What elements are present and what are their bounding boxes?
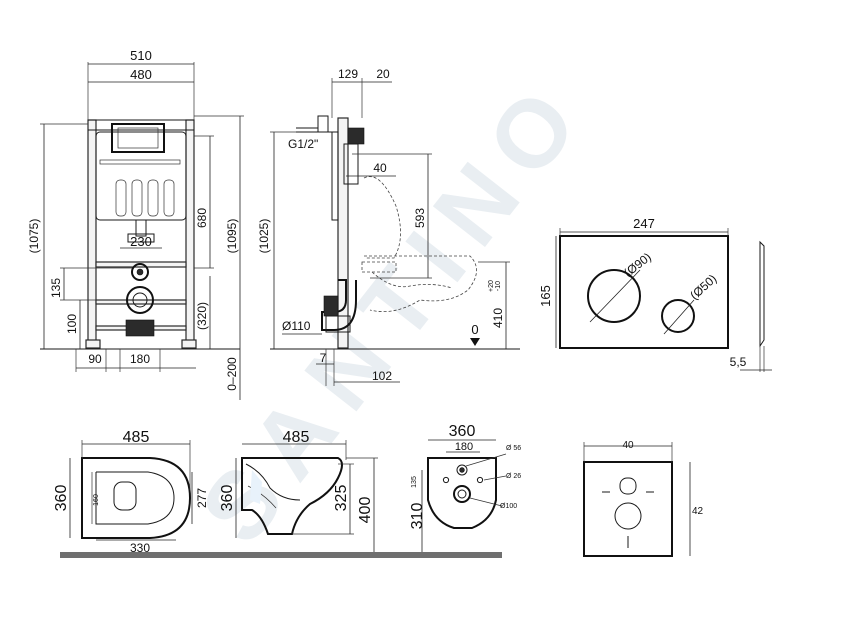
frame-side-view: 129 20 G1/2" 40 (1025) 593 410 +20 -10 0…: [257, 67, 520, 386]
dim-247: 247: [633, 216, 655, 231]
dim-480: 480: [130, 67, 152, 82]
sound-pad-drain-hole: [614, 502, 642, 530]
dim-d56: Ø 56: [506, 445, 521, 452]
bowl-opening: [113, 481, 137, 511]
dim-d26: Ø 26: [506, 473, 521, 480]
dim-135-rear: 135: [411, 476, 418, 488]
inlet-thread-label: G1/2": [288, 137, 318, 151]
dim-510: 510: [130, 48, 152, 63]
floor-line: [60, 552, 502, 558]
dim-1075: (1075): [27, 219, 41, 254]
dim-102: 102: [372, 369, 392, 383]
bowl-outline-rear: [427, 457, 497, 529]
bowl-side-view: 485 360 325 400: [219, 429, 378, 556]
dim-330: 330: [130, 541, 150, 555]
dim-230: 230: [130, 234, 152, 249]
dim-180-frame: 180: [130, 352, 150, 366]
frame-right-upright: [185, 119, 195, 349]
dim-129: 129: [338, 67, 358, 81]
watermark-text: SANTINO: [180, 57, 608, 563]
dim-100: 100: [65, 314, 79, 334]
dim-400: 400: [357, 497, 374, 524]
dim-180-rear: 180: [455, 441, 473, 453]
dim-90: 90: [88, 352, 102, 366]
sound-pad: [583, 461, 673, 557]
dim-680: 680: [195, 208, 209, 228]
zero-level-arrow: [470, 338, 480, 346]
dim-325: 325: [333, 485, 350, 512]
cistern: [95, 131, 187, 221]
dim-485-top: 485: [123, 429, 150, 446]
flush-plate: [559, 235, 729, 349]
frame-left-upright: [87, 119, 97, 349]
dim-7: 7: [320, 351, 327, 365]
flush-plate-side: [759, 240, 765, 348]
dim-1095: (1095): [225, 219, 239, 254]
rear-outlet: [453, 485, 471, 503]
pipe-diameter: Ø110: [282, 319, 311, 333]
dim-593: 593: [413, 208, 427, 228]
dim-1025: (1025): [257, 219, 271, 254]
tol-plus: +20: [488, 280, 495, 292]
flush-button-small: [661, 299, 695, 333]
dim-5-5: 5,5: [730, 355, 747, 369]
dim-40-pad: 40: [622, 440, 634, 451]
dim-360-top: 360: [53, 485, 70, 512]
bowl-rear-view: 360 180 Ø 56 Ø 26 Ø100 135 310: [409, 423, 521, 556]
dim-20: 20: [376, 67, 390, 81]
dim-485-side: 485: [283, 429, 310, 446]
tol-minus: -10: [495, 281, 502, 291]
dim-277: 277: [195, 488, 209, 508]
frame-front-view: 510 480 (1075) 135 100 230 680 (320) (10…: [27, 48, 244, 400]
sound-pad-view: 40 42: [583, 440, 704, 557]
dim-135: 135: [49, 278, 63, 298]
flush-plate-view: (Ø90) (Ø50) 247 165 5,5: [538, 216, 772, 372]
dim-d100: Ø100: [500, 503, 517, 510]
bowl-outline-top: [81, 457, 192, 539]
flush-opening: [111, 123, 165, 153]
bowl-top-view: 160 485 360 277 330: [53, 429, 209, 555]
bowl-outline-side: [241, 457, 343, 535]
dim-360-side: 360: [219, 485, 236, 512]
watermark: SANTINO: [180, 57, 608, 563]
dim-big-button: (Ø90): [621, 250, 654, 280]
dim-42-pad: 42: [692, 506, 704, 517]
drain-connection: [126, 286, 154, 314]
zero-level: 0: [471, 322, 478, 337]
dim-40: 40: [373, 161, 387, 175]
dim-320: (320): [195, 302, 209, 330]
dim-small-button: (Ø50): [687, 272, 719, 303]
dim-310: 310: [409, 503, 426, 530]
dim-410: 410: [491, 308, 505, 328]
side-frame-post: [337, 117, 349, 349]
sound-pad-upper-hole: [619, 477, 637, 495]
dim-165: 165: [538, 285, 553, 307]
dim-160: 160: [93, 494, 100, 506]
dim-360-rear: 360: [449, 423, 476, 440]
inlet-connection: [131, 263, 149, 281]
flush-button-large: [587, 269, 641, 323]
dim-0-200: 0–200: [225, 357, 239, 391]
